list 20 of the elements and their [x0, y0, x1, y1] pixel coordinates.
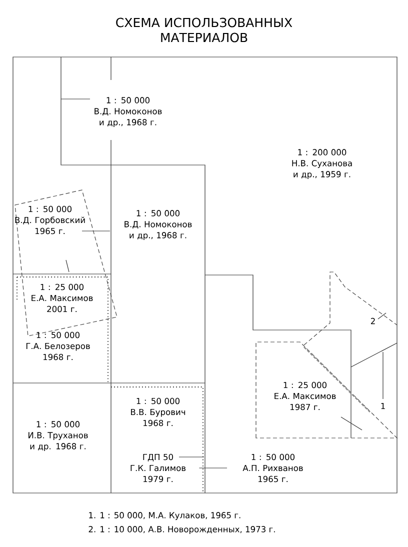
note: 1. 1 : 50 000, М.А. Кулаков, 1965 г.	[89, 512, 240, 520]
map-sheet-label: 1 : 50 000 В.Д. Номоконов и др., 1968 г.	[124, 210, 192, 240]
map-sheet-label: 1 : 50 000 В.Д. Номоконов и др., 1968 г.	[94, 97, 162, 127]
map-sheet-label: 1 : 50 000 А.П. Рихванов 1965 г.	[242, 454, 303, 482]
leader-line	[382, 352, 384, 400]
title: СХЕМА ИСПОЛЬЗОВАННЫХ МАТЕРИАЛОВ	[116, 18, 292, 42]
map-sheet-label: 1 : 50 000 И.В. Труханов и др. 1968 г.	[28, 421, 88, 451]
map-sheet-label: 1 : 25 000 Е.А. Максимов 1987 г.	[274, 382, 336, 410]
map-sheet-label: 1 : 200 000 Н.В. Суханова и др., 1959 г.	[292, 149, 352, 179]
map-sheet-label: 1 : 50 000 Г.А. Белозеров 1968 г.	[26, 332, 90, 360]
map-sheet-label: 1 : 50 000 В.Д. Горбовский 1965 г.	[15, 206, 85, 234]
leader-line	[340, 416, 362, 430]
leader-line	[178, 456, 204, 458]
leader-line	[378, 312, 386, 320]
map-sheet-label: 1 : 50 000 В.В. Бурович 1968 г.	[131, 398, 186, 426]
callout-number: 1	[381, 402, 385, 410]
callout-number: 2	[370, 318, 375, 324]
map-sheet-label: 1 : 25 000 Е.А. Максимов 2001 г.	[32, 284, 93, 312]
map-sheet-label: ГДП 50 Г.К. Галимов 1979 г.	[130, 454, 186, 482]
note: 2. 1 : 10 000, А.В. Новорожденных, 1973 г.	[88, 526, 275, 534]
